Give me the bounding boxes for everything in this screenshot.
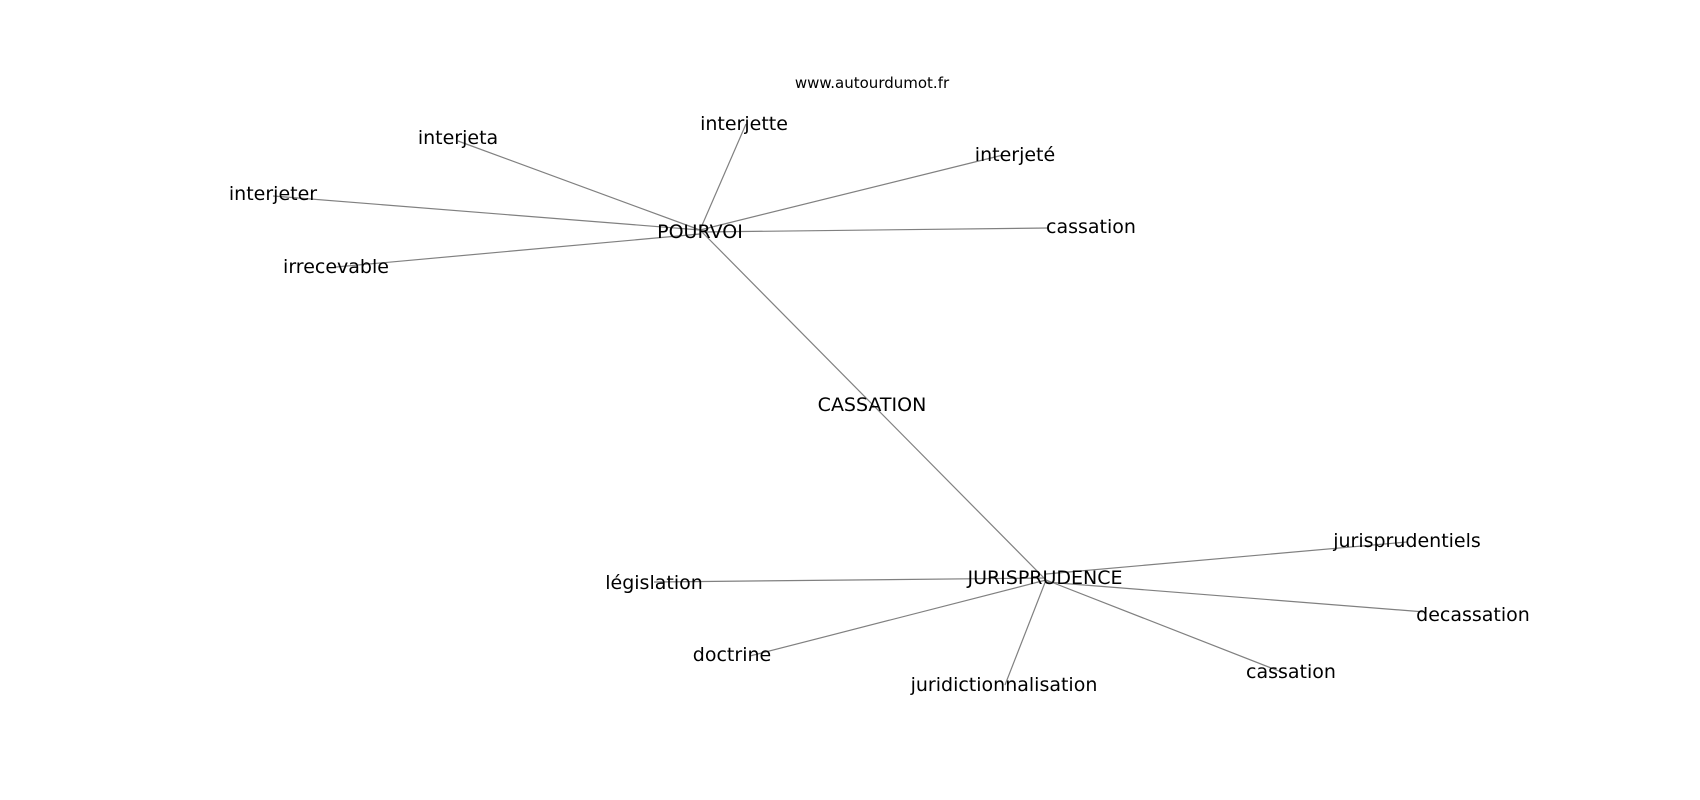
edge-pourvoi-interjeta — [457, 140, 701, 231]
node-doctrine: doctrine — [693, 644, 771, 666]
node-interjeta: interjeta — [418, 127, 498, 149]
node-jurisprudentiels: jurisprudentiels — [1332, 530, 1481, 552]
node-interjeter: interjeter — [229, 183, 317, 205]
hub-node-pourvoi: POURVOI — [657, 221, 743, 243]
node-interjette: interjette — [700, 113, 788, 135]
edge-pourvoi-irrecevable — [335, 233, 701, 268]
node-irrecevable: irrecevable — [283, 256, 389, 278]
edge-pourvoi-interjette — [699, 123, 747, 231]
edge-jurisprudence-doctrine — [749, 579, 1047, 657]
edge-jurisprudence-cassation — [1045, 579, 1285, 674]
node-cassation-jurisprudence: cassation — [1246, 661, 1336, 683]
node-cassation-pourvoi: cassation — [1046, 216, 1136, 238]
edge-jurisprudence-jurisprudentiels — [1045, 541, 1408, 575]
node-legislation: législation — [605, 572, 703, 594]
edge-pourvoi-jurisprudence — [699, 229, 1047, 581]
edge-pourvoi-interjeter — [272, 195, 701, 231]
edge-jurisprudence-legislation — [653, 577, 1047, 583]
edge-jurisprudence-decassation — [1045, 581, 1426, 613]
node-decassation: decassation — [1416, 604, 1530, 626]
graph-labels: www.autourdumot.fr CASSATION POURVOI JUR… — [229, 74, 1530, 696]
center-node-label: CASSATION — [818, 394, 927, 416]
graph-edges — [272, 123, 1426, 686]
node-interjete: interjeté — [975, 144, 1055, 166]
edge-pourvoi-cassation — [699, 227, 1050, 233]
source-watermark: www.autourdumot.fr — [795, 74, 950, 92]
edge-pourvoi-interjete — [699, 154, 1004, 231]
edge-jurisprudence-juridictionnalisation — [1004, 579, 1047, 686]
hub-node-jurisprudence: JURISPRUDENCE — [966, 567, 1122, 589]
node-juridictionnalisation: juridictionnalisation — [910, 674, 1098, 696]
